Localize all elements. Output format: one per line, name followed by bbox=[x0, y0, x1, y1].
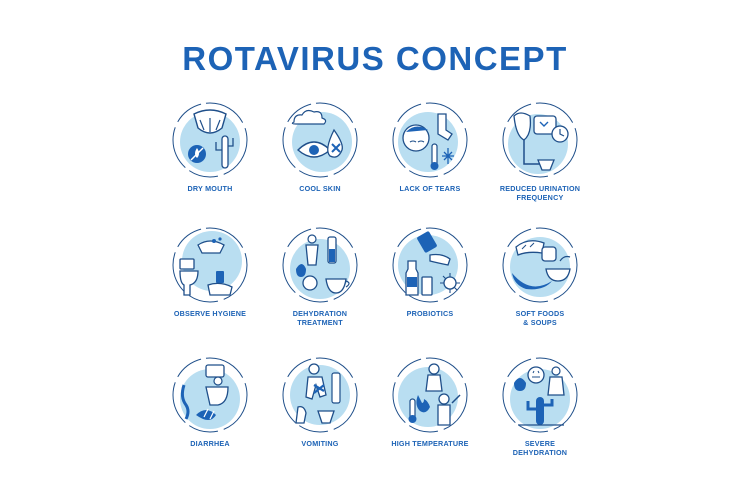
severe-dehydration-icon bbox=[502, 357, 578, 433]
vomiting-icon bbox=[282, 357, 358, 433]
caption: SEVERE DEHYDRATION bbox=[512, 439, 568, 457]
caption: SOFT FOODS & SOUPS bbox=[515, 309, 565, 327]
caption: DRY MOUTH bbox=[187, 184, 233, 193]
concept-item-lack-of-tears: LACK OF TEARS bbox=[375, 100, 485, 220]
lack-of-tears-icon bbox=[392, 102, 468, 178]
caption: VOMITING bbox=[301, 439, 339, 448]
diarrhea-icon bbox=[172, 357, 248, 433]
caption: DIARRHEA bbox=[190, 439, 230, 448]
caption: COOL SKIN bbox=[299, 184, 341, 193]
concept-item-vomiting: VOMITING bbox=[265, 355, 375, 475]
concept-icon-grid: DRY MOUTH COOL SKIN LA bbox=[155, 100, 595, 460]
concept-item-soft-foods: SOFT FOODS & SOUPS bbox=[485, 225, 595, 345]
caption: PROBIOTICS bbox=[406, 309, 454, 318]
reduced-urination-icon bbox=[502, 102, 578, 178]
page-title: ROTAVIRUS CONCEPT bbox=[182, 40, 568, 77]
concept-item-probiotics: PROBIOTICS bbox=[375, 225, 485, 345]
dehydration-treatment-icon bbox=[282, 227, 358, 303]
concept-item-dehydration-treatment: DEHYDRATION TREATMENT bbox=[265, 225, 375, 345]
concept-item-high-temperature: HIGH TEMPERATURE bbox=[375, 355, 485, 475]
caption: HIGH TEMPERATURE bbox=[391, 439, 469, 448]
cool-skin-icon bbox=[282, 102, 358, 178]
concept-item-reduced-urination: REDUCED URINATION FREQUENCY bbox=[485, 100, 595, 220]
high-temperature-icon bbox=[392, 357, 468, 433]
concept-item-dry-mouth: DRY MOUTH bbox=[155, 100, 265, 220]
dry-mouth-icon bbox=[172, 102, 248, 178]
caption: LACK OF TEARS bbox=[399, 184, 461, 193]
caption: REDUCED URINATION FREQUENCY bbox=[499, 184, 581, 202]
probiotics-icon bbox=[392, 227, 468, 303]
concept-item-cool-skin: COOL SKIN bbox=[265, 100, 375, 220]
concept-item-observe-hygiene: OBSERVE HYGIENE bbox=[155, 225, 265, 345]
concept-item-severe-dehydration: SEVERE DEHYDRATION bbox=[485, 355, 595, 475]
caption: OBSERVE HYGIENE bbox=[173, 309, 247, 318]
concept-item-diarrhea: DIARRHEA bbox=[155, 355, 265, 475]
observe-hygiene-icon bbox=[172, 227, 248, 303]
caption: DEHYDRATION TREATMENT bbox=[292, 309, 348, 327]
soft-foods-icon bbox=[502, 227, 578, 303]
